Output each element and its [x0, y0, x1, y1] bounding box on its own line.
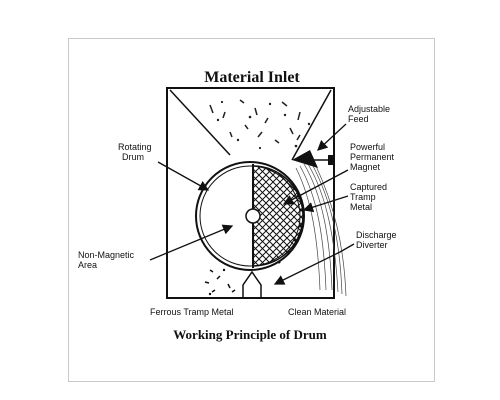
ferrous-metal-pile — [204, 268, 236, 296]
feed-material — [209, 99, 311, 150]
clean-material-stream — [295, 163, 347, 297]
diagram-caption: Working Principle of Drum — [173, 327, 327, 342]
label-discharge-diverter: Discharge Diverter — [356, 230, 399, 250]
adjustable-feed-gate — [292, 150, 333, 168]
label-clean-material: Clean Material — [288, 307, 346, 317]
label-captured-tramp-metal: Captured Tramp Metal — [350, 182, 390, 212]
label-ferrous-tramp-metal: Ferrous Tramp Metal — [150, 307, 234, 317]
diagram-title: Material Inlet — [204, 69, 300, 86]
rotating-drum — [195, 161, 305, 271]
drum-shaft — [245, 208, 261, 224]
magnet-region — [252, 165, 304, 267]
label-non-magnetic-area: Non-Magnetic Area — [78, 250, 137, 270]
discharge-diverter — [242, 270, 262, 297]
housing — [166, 87, 335, 299]
label-rotating-drum: Rotating Drum — [118, 142, 154, 162]
label-powerful-magnet: Powerful Permanent Magnet — [350, 142, 397, 172]
label-adjustable-feed: Adjustable Feed — [348, 104, 393, 124]
